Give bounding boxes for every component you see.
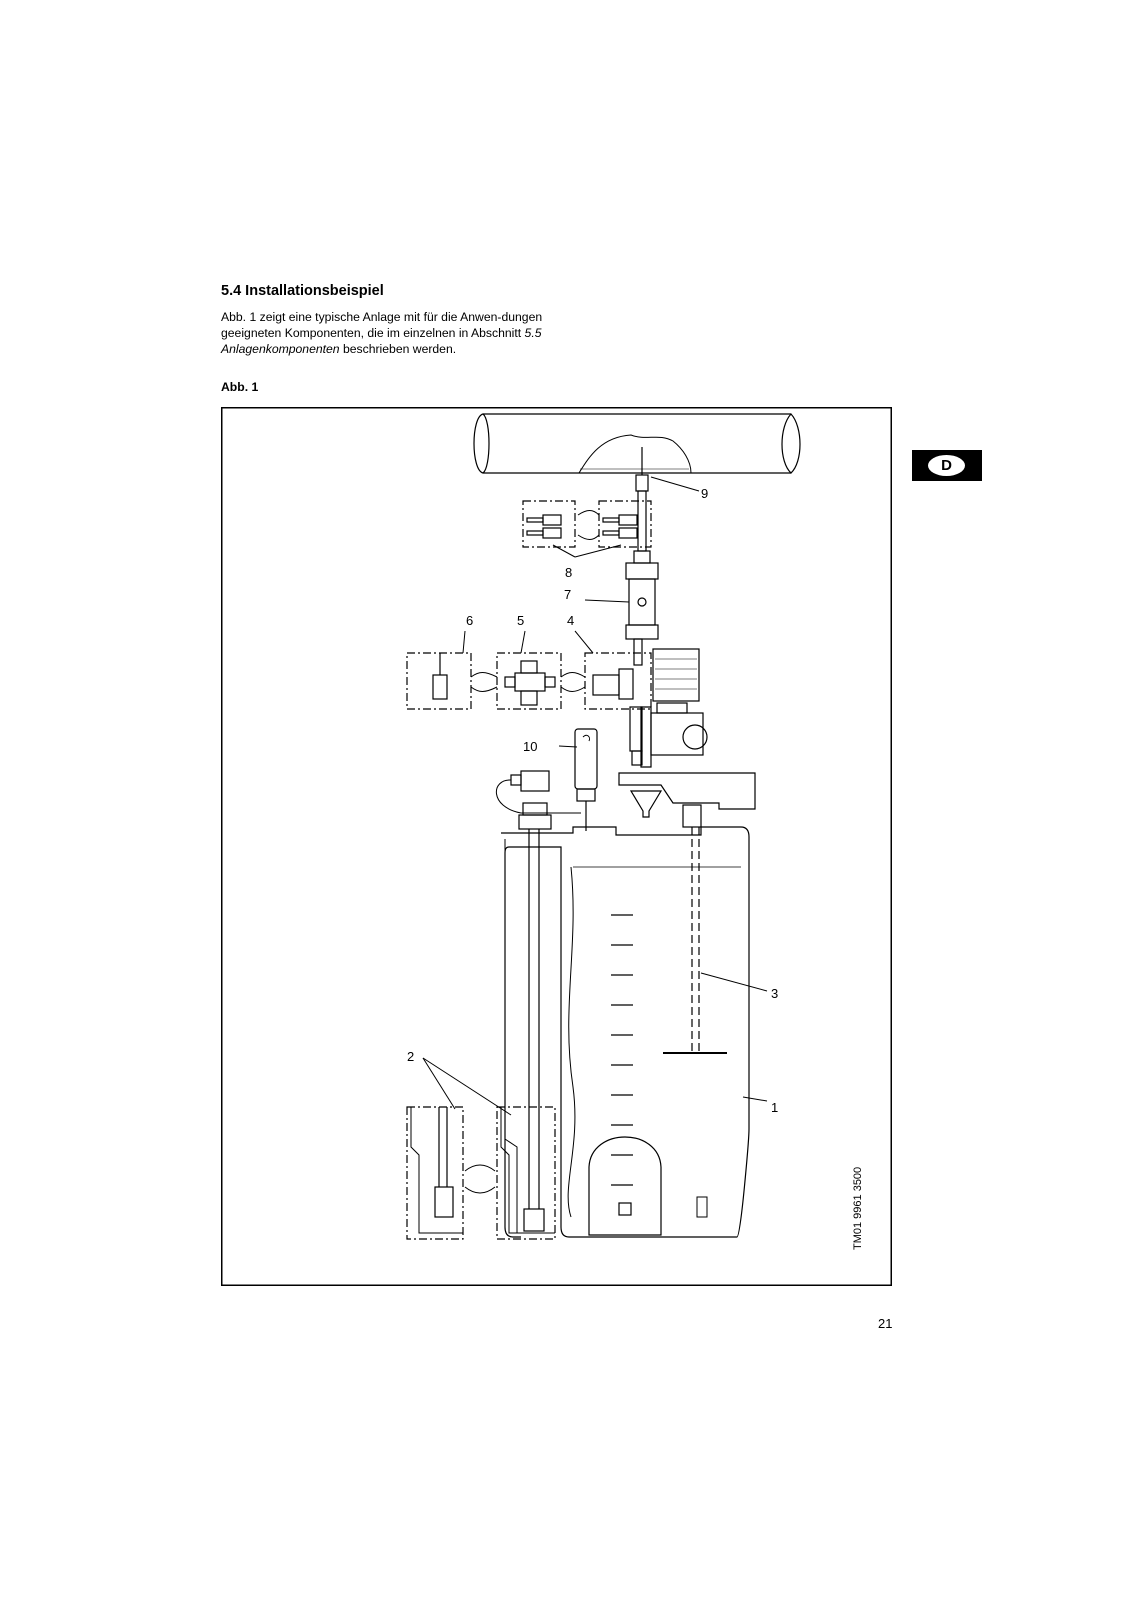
level-marks: [611, 914, 633, 1186]
callout-labels: 9 8 7 6 5 4 10 3 2 1 TM01 9961 3500: [407, 486, 864, 1250]
page-number: 21: [878, 1316, 893, 1331]
intro-paragraph: Abb. 1 zeigt eine typische Anlage mit fü…: [221, 309, 551, 357]
valve-options: [522, 500, 652, 548]
level-switch: [495, 728, 598, 831]
callout-8: 8: [565, 565, 572, 580]
section-heading: 5.4 Installationsbeispiel: [221, 283, 384, 299]
callout-4: 4: [567, 613, 574, 628]
intro-text-part2: beschrieben werden.: [339, 342, 457, 356]
dosing-tank: [501, 826, 750, 1238]
main-pipe: [473, 413, 801, 474]
callout-3: 3: [771, 986, 778, 1001]
callout-6: 6: [466, 613, 473, 628]
mixer: [663, 804, 727, 1218]
figure-reference-code: TM01 9961 3500: [852, 1167, 864, 1250]
suction-lance: [518, 802, 552, 1232]
callout-1: 1: [771, 1100, 778, 1115]
callout-10: 10: [523, 739, 537, 754]
leader-lines: [422, 476, 768, 1116]
callout-9: 9: [701, 486, 708, 501]
language-tab: D: [912, 450, 982, 481]
intro-section-reference: 5.5 Anlagenkomponenten: [221, 326, 542, 356]
option-boxes: [406, 652, 652, 710]
language-tab-label: D: [928, 455, 965, 476]
figure-frame: [221, 407, 892, 1286]
tank-lid: [618, 772, 756, 818]
installation-figure: 9 8 7 6 5 4 10 3 2 1 TM01 9961 3500: [221, 407, 892, 1286]
installation-diagram: 9 8 7 6 5 4 10 3 2 1 TM01 9961 3500: [221, 407, 892, 1286]
multifunction-valve: [625, 550, 659, 666]
injection-valve: [635, 447, 649, 552]
callout-2: 2: [407, 1049, 414, 1064]
suction-options: [406, 1106, 556, 1240]
callout-7: 7: [564, 587, 571, 602]
intro-text-part1: Abb. 1 zeigt eine typische Anlage mit fü…: [221, 310, 543, 340]
figure-caption: Abb. 1: [221, 380, 259, 394]
callout-5: 5: [517, 613, 524, 628]
dosing-pump: [629, 648, 708, 768]
